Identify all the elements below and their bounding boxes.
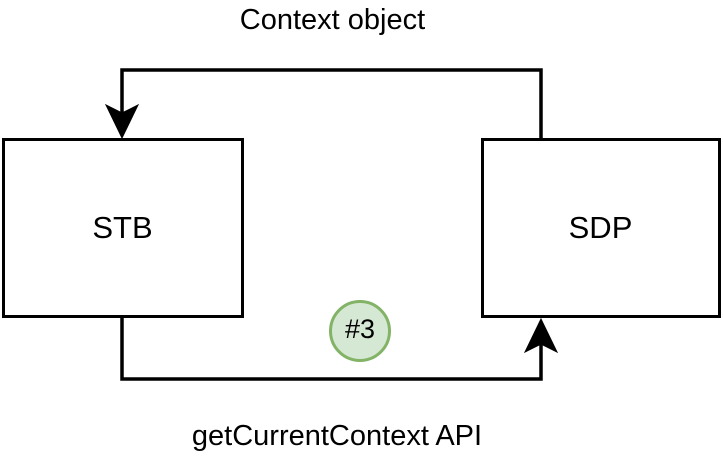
edge-get-current-context-path <box>120 317 543 381</box>
node-box-stb <box>2 138 244 318</box>
edge-get-current-context <box>120 317 559 381</box>
edge-context-object <box>104 68 543 140</box>
diagram-caption: getCurrentContext API <box>191 420 483 452</box>
step-badge-label: #3 <box>344 314 376 344</box>
node-label-sdp: SDP <box>568 210 633 245</box>
edge-context-object-arrowhead <box>104 103 140 140</box>
diagram-title: Context object <box>239 4 426 36</box>
edge-context-object-path <box>120 68 543 139</box>
node-box-sdp <box>481 138 721 318</box>
node-label-stb: STB <box>92 210 153 245</box>
step-badge-circle <box>329 300 391 362</box>
edge-get-current-context-arrowhead <box>523 317 559 354</box>
